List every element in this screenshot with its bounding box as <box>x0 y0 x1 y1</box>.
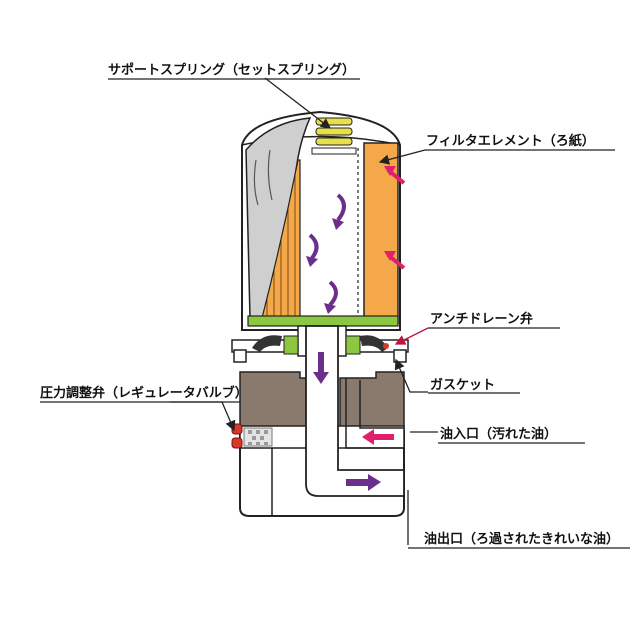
filter-element-label: フィルタエレメント（ろ紙） <box>426 133 595 149</box>
inlet-passage <box>345 378 404 449</box>
pleated-paper-left <box>261 159 301 319</box>
anti-drain-valve <box>252 335 388 352</box>
oil-outlet-label: 油出口（ろ過されたきれいな油） <box>424 531 619 547</box>
outlet-right-arrow <box>346 474 381 491</box>
anti-drain-valve-label: アンチドレーン弁 <box>430 311 533 327</box>
inlet-arrow <box>362 429 394 445</box>
relief-valve <box>231 423 243 449</box>
gasket-label: ガスケット <box>430 378 495 393</box>
outlet-pipe <box>305 325 405 497</box>
outlet-down-arrow <box>313 352 329 384</box>
label-underlines <box>40 78 630 549</box>
inner-flow-arrows <box>308 193 346 307</box>
oil-inlet-label: 油入口（汚れた油） <box>440 426 557 442</box>
paper-flow-arrows <box>384 166 406 270</box>
support-spring-label: サポートスプリング（セットスプリング） <box>108 62 355 78</box>
relief-valve-label: 圧力調整弁（レギュレータバルブ） <box>40 385 248 401</box>
inner-flow-arrowheads <box>306 218 344 314</box>
engine-block <box>239 371 405 431</box>
